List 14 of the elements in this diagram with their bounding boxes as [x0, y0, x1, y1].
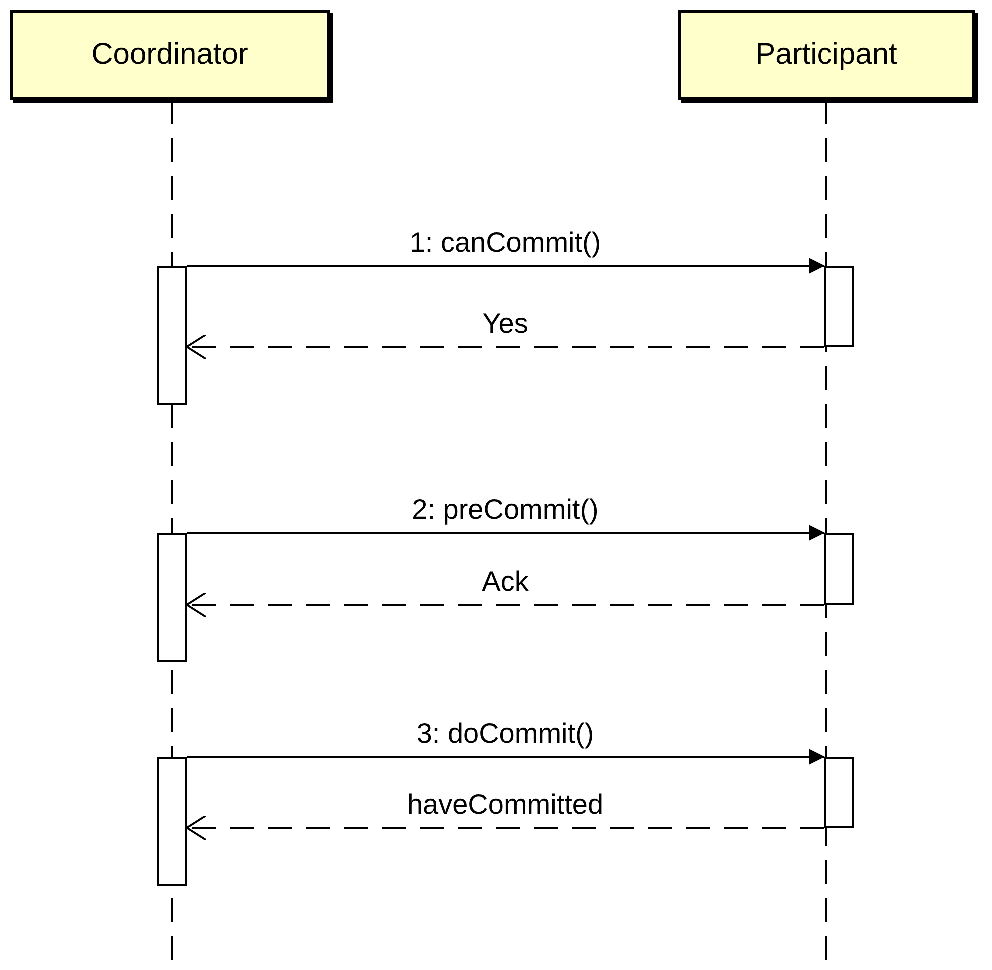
lifeline-head: Participant [678, 10, 975, 100]
message-arrow [187, 258, 825, 274]
activation-bar [157, 757, 187, 886]
activation-bar [824, 533, 854, 605]
return-arrow [186, 815, 824, 841]
message-arrow [187, 749, 825, 765]
activation-bar [824, 757, 854, 828]
lifeline-head: Coordinator [10, 10, 330, 100]
return-arrow [186, 592, 824, 618]
message-arrow [187, 525, 825, 541]
activation-bar [824, 266, 854, 347]
return-arrow [186, 334, 824, 360]
activation-bar [157, 266, 187, 405]
activation-bar [157, 533, 187, 662]
